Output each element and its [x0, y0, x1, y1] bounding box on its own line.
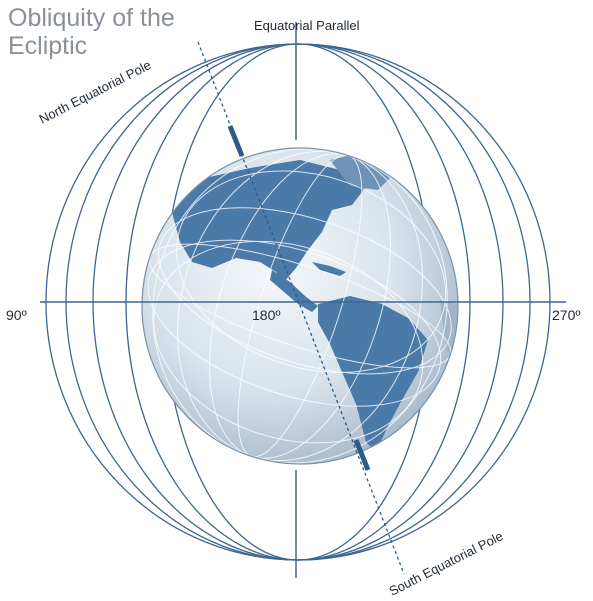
diagram-title: Obliquity of the Ecliptic — [8, 4, 248, 60]
south-pole-label: South Equatorial Pole — [387, 528, 506, 598]
landmass-caribbean — [312, 262, 346, 276]
degree-270-label: 270º — [552, 307, 580, 323]
degree-180-label: 180º — [252, 307, 280, 323]
south-pole-marker — [353, 439, 371, 471]
title-line-1: Obliquity of the — [8, 4, 175, 32]
pole-axis-dashed — [197, 41, 405, 575]
equatorial-parallel-label: Equatorial Parallel — [254, 18, 360, 33]
north-pole-label: North Equatorial Pole — [37, 57, 154, 126]
degree-90-label: 90º — [6, 307, 27, 323]
title-line-2: Ecliptic — [8, 32, 88, 60]
north-pole-marker — [227, 125, 245, 157]
